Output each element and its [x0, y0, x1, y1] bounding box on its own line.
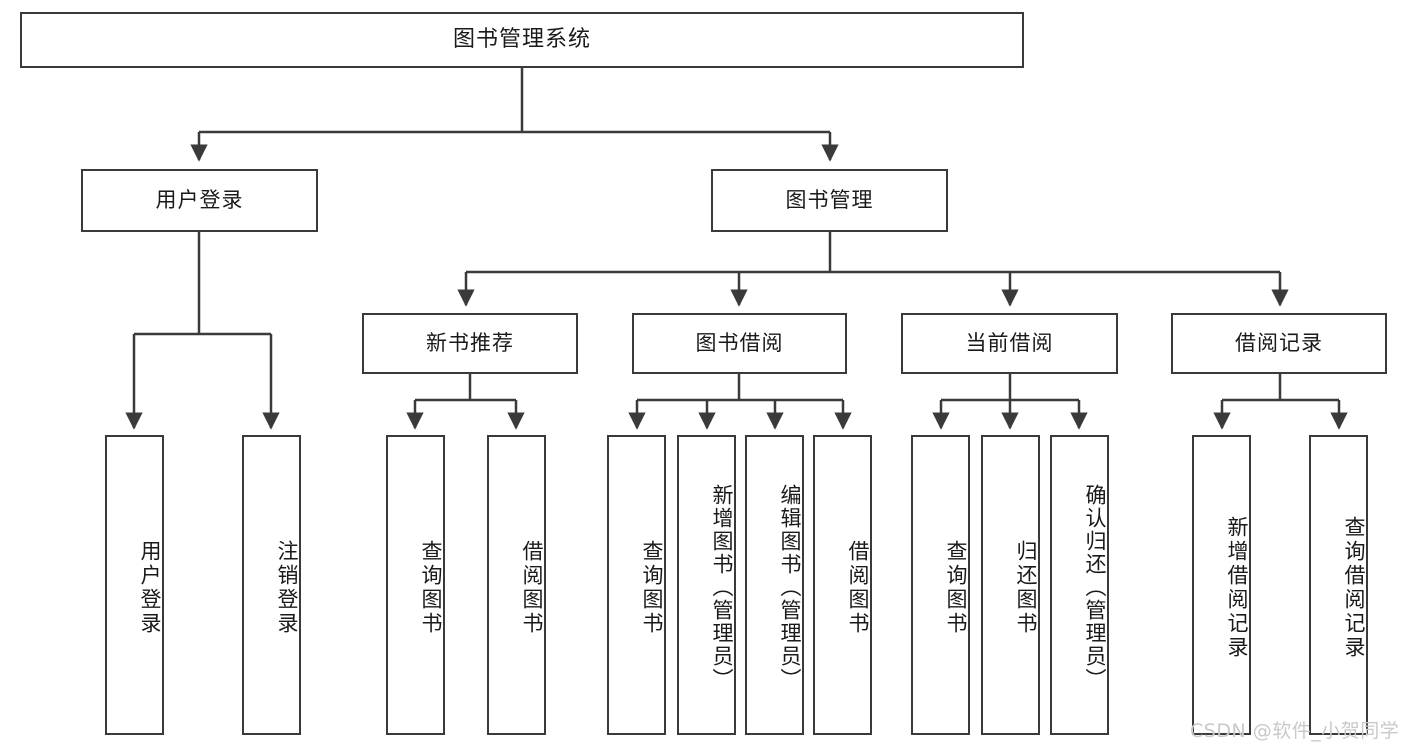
leaf-query-book-recommend[interactable]: 查询图书	[386, 435, 445, 735]
leaf-confirm-return-admin[interactable]: 确认归还（管理员）	[1050, 435, 1109, 735]
leaf-edit-book-admin[interactable]: 编辑图书（管理员）	[745, 435, 804, 735]
node-borrow-record[interactable]: 借阅记录	[1171, 313, 1387, 374]
csdn-watermark: CSDN @软件_小贺同学	[1190, 720, 1400, 742]
leaf-query-book-borrow[interactable]: 查询图书	[607, 435, 666, 735]
leaf-query-borrow-record[interactable]: 查询借阅记录	[1309, 435, 1368, 735]
leaf-add-book-admin[interactable]: 新增图书（管理员）	[677, 435, 736, 735]
leaf-query-book-current[interactable]: 查询图书	[911, 435, 970, 735]
node-user-login[interactable]: 用户登录	[81, 169, 318, 232]
leaf-user-login[interactable]: 用户登录	[105, 435, 164, 735]
node-new-book-recommend[interactable]: 新书推荐	[362, 313, 578, 374]
node-current-borrow[interactable]: 当前借阅	[901, 313, 1118, 374]
node-book-borrow[interactable]: 图书借阅	[632, 313, 847, 374]
node-root-book-management-system[interactable]: 图书管理系统	[20, 12, 1024, 68]
leaf-logout-login[interactable]: 注销登录	[242, 435, 301, 735]
leaf-return-book[interactable]: 归还图书	[981, 435, 1040, 735]
leaf-borrow-book-recommend[interactable]: 借阅图书	[487, 435, 546, 735]
leaf-borrow-book-borrow[interactable]: 借阅图书	[813, 435, 872, 735]
leaf-add-borrow-record[interactable]: 新增借阅记录	[1192, 435, 1251, 735]
node-book-management[interactable]: 图书管理	[711, 169, 948, 232]
